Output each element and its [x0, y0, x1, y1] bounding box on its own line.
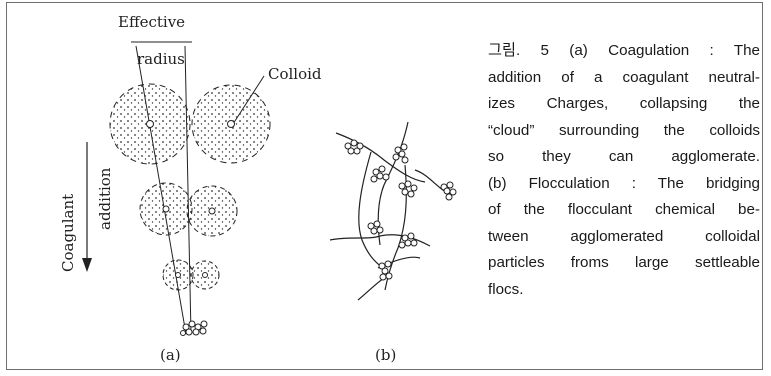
floc-cluster	[441, 182, 456, 200]
colloid-cloud-large	[192, 85, 270, 163]
radius-label: radius	[137, 50, 185, 68]
caption-line: so they can agglomerate.	[488, 144, 760, 171]
arrow-down-icon	[82, 142, 92, 272]
colloid-cloud-small	[163, 260, 193, 290]
figure-caption: 그림. 5 (a) Coagulation : The addition of …	[488, 38, 760, 303]
floc-cluster	[399, 181, 417, 197]
caption-line: flocs.	[488, 277, 760, 304]
panel-b-label: (b)	[375, 346, 396, 364]
radius-convergence-line-right	[185, 46, 191, 334]
panel-a-label: (a)	[160, 346, 181, 364]
caption-line: “cloud” surrounding the colloids	[488, 118, 760, 145]
colloid-cloud-medium	[187, 186, 237, 236]
floc-cluster	[368, 221, 383, 234]
colloid-cloud-medium	[140, 183, 192, 235]
addition-vertical-label: addition	[96, 167, 114, 230]
caption-line: 그림. 5 (a) Coagulation : The	[488, 38, 760, 65]
caption-line: addition of a coagulant neutral-	[488, 65, 760, 92]
caption-line: tween agglomerated colloidal	[488, 224, 760, 251]
colloid-label: Colloid	[268, 65, 322, 83]
caption-line: particles froms large settleable	[488, 250, 760, 277]
colloid-cloud-large	[110, 84, 190, 164]
effective-label: Effective	[118, 13, 185, 31]
caption-line: izes Charges, collapsing the	[488, 91, 760, 118]
floc-cluster	[345, 140, 363, 154]
floc-cluster	[371, 166, 389, 182]
caption-line: (b) Flocculation : The bridging	[488, 171, 760, 198]
colloid-cloud-small	[191, 261, 219, 289]
coagulant-vertical-label: Coagulant	[59, 194, 77, 272]
caption-line: of the flocculant chemical be-	[488, 197, 760, 224]
